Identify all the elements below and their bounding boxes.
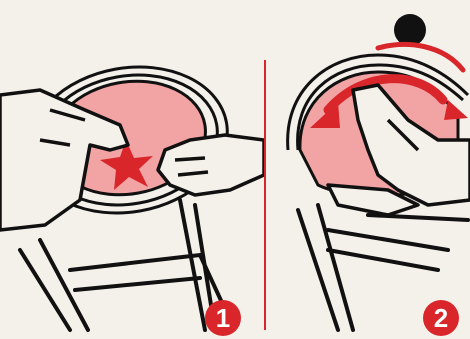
- step-2-badge: 2: [423, 300, 459, 336]
- step-1-number: 1: [216, 303, 230, 334]
- step-2-number: 2: [434, 303, 448, 334]
- step-1-badge: 1: [205, 300, 241, 336]
- step-1-illustration: [0, 0, 264, 339]
- step-2-panel: 2: [268, 0, 470, 339]
- step-2-illustration: [268, 0, 470, 339]
- panel-divider: [264, 60, 266, 330]
- marker-dot: [394, 14, 426, 46]
- step-1-panel: 1: [0, 0, 264, 339]
